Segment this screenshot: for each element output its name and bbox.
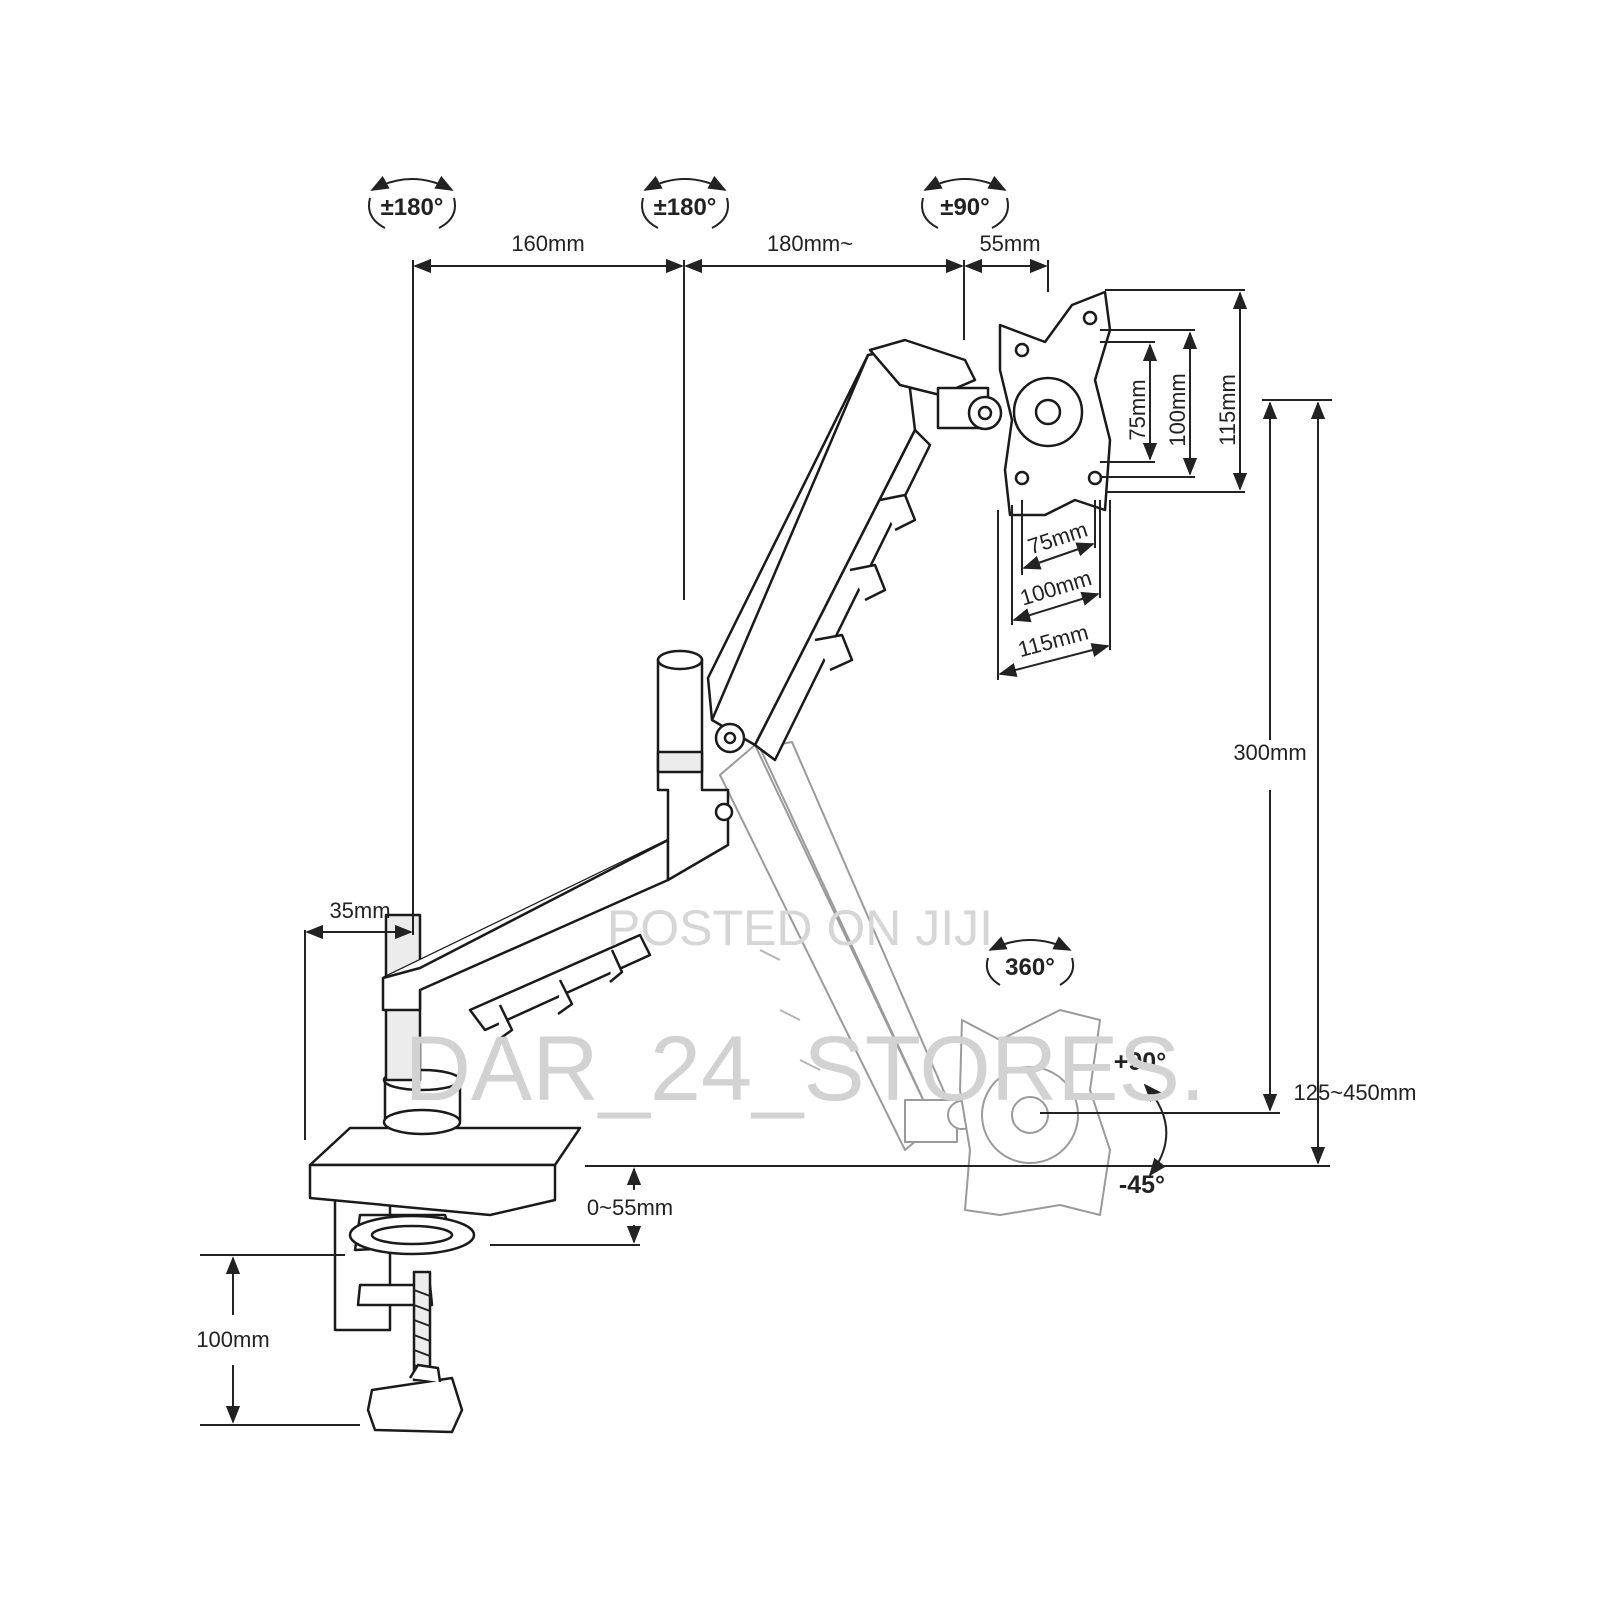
height-range-label: 300mm [1233, 740, 1306, 765]
vesa-mid-height-label: 100mm [1165, 373, 1190, 446]
lower-arm-length-label: 160mm [511, 231, 584, 256]
desk-clamp [333, 1188, 476, 1434]
tilt-up-label: +90° [1114, 1048, 1166, 1076]
rotation-badge-head: ±90° [921, 175, 1009, 229]
rotation-badge-elbow: ±180° [641, 175, 729, 229]
lower-arm [381, 838, 670, 1042]
upper-arm [706, 338, 977, 762]
upper-arm-length-label: 180mm~ [767, 231, 853, 256]
swivel-rotation-label: 360° [1005, 954, 1055, 981]
total-height-label: 125~450mm [1294, 1080, 1417, 1105]
rotation-badge-swivel: 360° [985, 936, 1075, 986]
rotation-badge-base: ±180° [368, 175, 456, 229]
vesa-mid-width-label: 100mm [1017, 565, 1094, 610]
lowered-arm-ghost [719, 741, 1111, 1216]
base-rotation-label: ±180° [381, 194, 444, 221]
head-offset-label: 55mm [979, 231, 1040, 256]
dimension-lines [200, 258, 1332, 1426]
tilt-down-label: -45° [1119, 1171, 1165, 1199]
vesa-outer-height-label: 115mm [1215, 374, 1240, 446]
watermark: POSTED ON JIJI DAR_24_STORES. [404, 900, 1205, 1120]
head-rotation-label: ±90° [940, 194, 989, 221]
vesa-head [936, 290, 1112, 517]
vesa-inner-height-label: 75mm [1125, 379, 1150, 440]
desk-base-plate [308, 913, 582, 1217]
vesa-outer-width-label: 115mm [1015, 619, 1091, 662]
vesa-inner-width-label: 75mm [1025, 517, 1091, 560]
desk-thickness-label: 0~55mm [587, 1195, 673, 1220]
elbow-rotation-label: ±180° [654, 194, 717, 221]
elbow-column [656, 649, 734, 882]
base-offset-label: 35mm [329, 898, 390, 923]
watermark-line-2: DAR_24_STORES. [404, 1018, 1205, 1120]
clamp-depth-label: 100mm [196, 1327, 269, 1352]
watermark-line-1: POSTED ON JIJI [607, 900, 993, 956]
dimension-labels: 160mm 180mm~ 55mm 35mm 75mm 100mm 115mm … [196, 231, 1416, 1352]
